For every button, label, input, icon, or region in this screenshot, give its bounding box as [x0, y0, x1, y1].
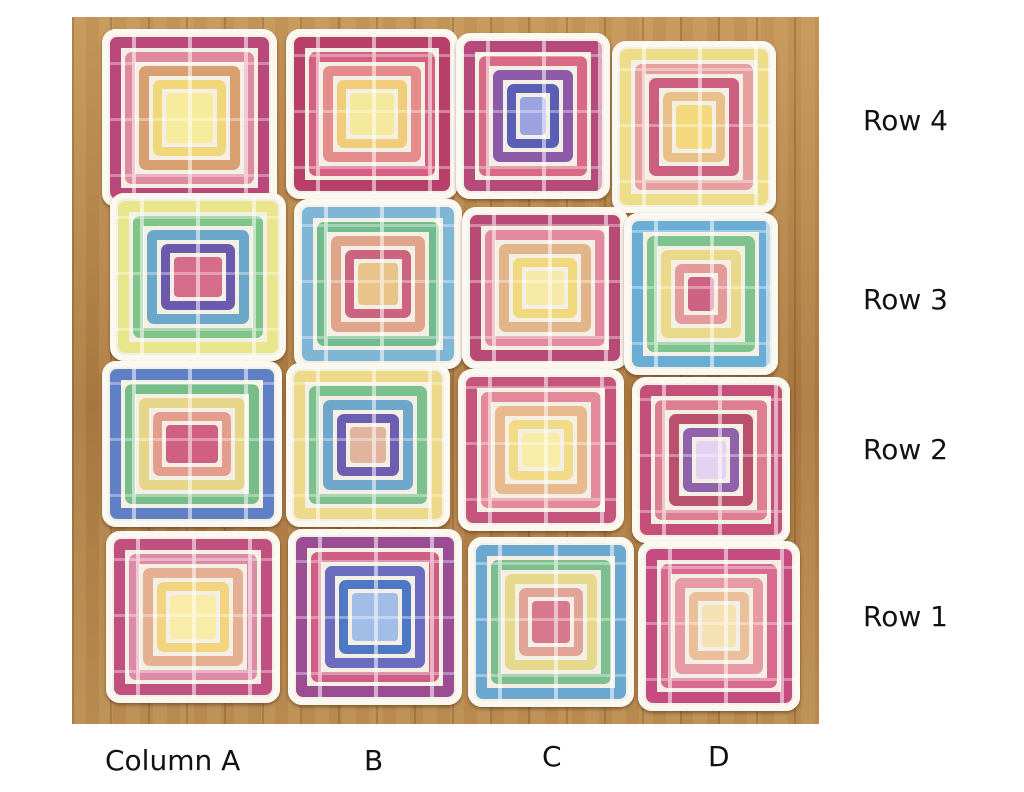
crochet-square-a4 [102, 29, 277, 207]
white-post-stitches [110, 193, 286, 361]
column-label-a: Column A [105, 744, 241, 777]
white-border-edge [638, 541, 800, 711]
white-post-stitches [468, 537, 634, 707]
column-label-b: B [364, 744, 384, 777]
crochet-square-d4 [612, 41, 776, 213]
white-post-stitches [456, 33, 610, 199]
crochet-square-c4 [456, 33, 610, 199]
row-label-2: Row 2 [863, 433, 948, 466]
column-label-d: D [708, 740, 730, 773]
column-label-c: C [542, 740, 562, 773]
crochet-square-b3 [294, 199, 462, 369]
white-border-edge [294, 199, 462, 369]
crochet-square-c2 [458, 369, 624, 531]
crochet-square-b1 [288, 529, 462, 705]
white-post-stitches [458, 369, 624, 531]
crochet-square-c3 [462, 207, 628, 369]
white-border-edge [458, 369, 624, 531]
white-post-stitches [638, 541, 800, 711]
crochet-squares-photo [72, 17, 819, 724]
crochet-square-d1 [638, 541, 800, 711]
white-post-stitches [624, 213, 778, 375]
white-border-edge [462, 207, 628, 369]
white-border-edge [102, 361, 282, 527]
white-border-edge [286, 29, 458, 199]
white-border-edge [456, 33, 610, 199]
row-label-3: Row 3 [863, 283, 948, 316]
white-post-stitches [102, 361, 282, 527]
white-border-edge [288, 529, 462, 705]
crochet-square-a1 [106, 531, 280, 703]
crochet-square-a2 [102, 361, 282, 527]
crochet-square-d3 [624, 213, 778, 375]
white-post-stitches [106, 531, 280, 703]
white-border-edge [106, 531, 280, 703]
white-post-stitches [632, 377, 790, 543]
row-label-1: Row 1 [863, 600, 948, 633]
white-post-stitches [102, 29, 277, 207]
crochet-square-b2 [286, 363, 450, 527]
white-border-edge [110, 193, 286, 361]
white-post-stitches [462, 207, 628, 369]
crochet-square-c1 [468, 537, 634, 707]
white-post-stitches [286, 363, 450, 527]
white-border-edge [612, 41, 776, 213]
white-border-edge [468, 537, 634, 707]
white-post-stitches [288, 529, 462, 705]
white-post-stitches [294, 199, 462, 369]
row-label-4: Row 4 [863, 104, 948, 137]
crochet-square-b4 [286, 29, 458, 199]
white-border-edge [102, 29, 277, 207]
white-post-stitches [612, 41, 776, 213]
white-border-edge [286, 363, 450, 527]
crochet-square-a3 [110, 193, 286, 361]
crochet-square-d2 [632, 377, 790, 543]
white-post-stitches [286, 29, 458, 199]
white-border-edge [632, 377, 790, 543]
white-border-edge [624, 213, 778, 375]
